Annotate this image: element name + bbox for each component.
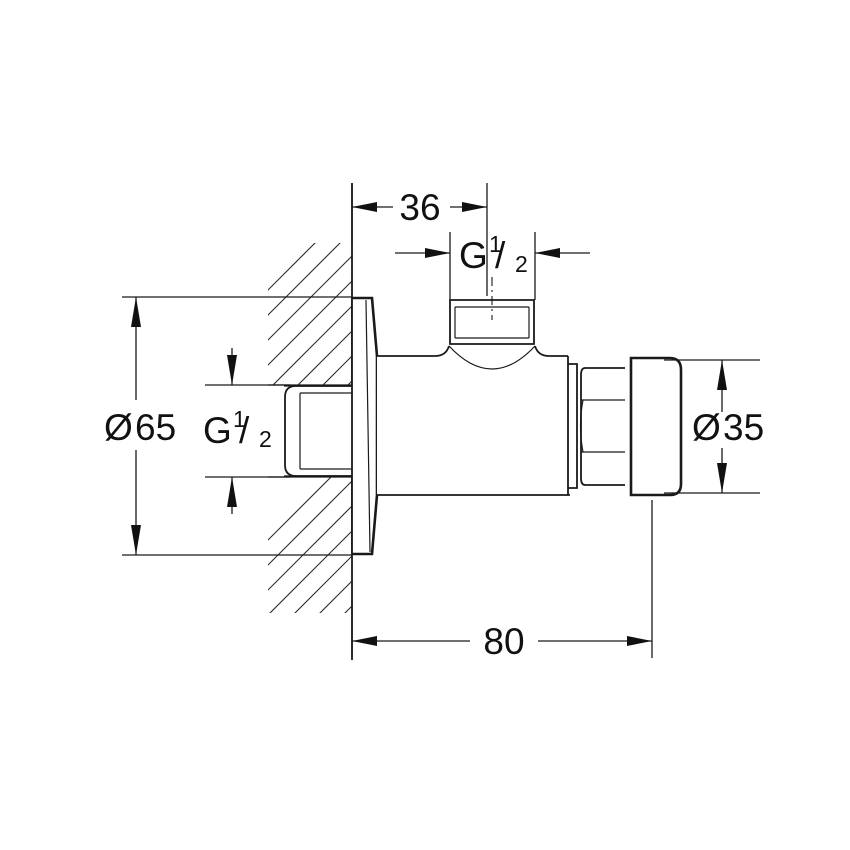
outlet-threaded-nipple-top [449,277,535,346]
hex-nut-facet-curve [579,399,584,453]
wall-hatch-lower [268,477,352,613]
dimension-80: 80 [351,500,653,662]
dim65-label-prefix: Ø [104,407,133,448]
dim65-label: Ø 65 [104,407,176,448]
dim36-arrow-left [352,202,377,212]
dim35-label-prefix: Ø [692,407,721,448]
inlet-threaded-connector [284,385,355,477]
dim80-arrow-right [627,636,652,646]
handle-cap [625,356,685,497]
dim80-arrow-left [352,636,377,646]
valve-body [377,344,578,496]
dimension-g-half-wall: G 1 / 2 [203,348,290,514]
dim36-arrow-right [462,202,487,212]
hex-nut-outline [580,367,632,486]
dimgwall-label: G 1 / 2 [203,406,272,452]
dimgtop-label-prefix: G [459,235,488,276]
dimension-g-half-top: G 1 / 2 [395,231,590,300]
dim65-arrow-top [131,297,141,327]
dimgwall-arrow-top [227,355,237,385]
body-top-right [534,345,568,357]
dimgtop-label-numerator: 1 [489,231,502,257]
dim35-label-value: 35 [723,407,764,448]
body-shoulder-right [568,363,578,489]
dimgtop-label: G 1 / 2 [459,231,528,277]
escutcheon-inner-line [365,299,371,553]
dimension-diameter-35: Ø 35 [664,359,764,494]
nipple-outline [449,299,535,345]
handle-cap-outline [629,356,683,497]
dim36-label: 36 [399,187,440,228]
inlet-thread-inner [299,392,354,470]
dimgtop-arrow-right [535,248,560,258]
dimgtop-label-slash: / [495,235,506,276]
dim35-label: Ø 35 [692,407,764,448]
dimgwall-arrow-bottom [227,477,237,507]
dimension-36: 36 [351,183,488,296]
body-neck-arc [448,345,536,370]
wall-hatch-upper [268,243,352,385]
dim80-label: 80 [483,621,524,662]
dimension-diameter-65: Ø 65 [104,296,352,556]
dim35-arrow-bottom [717,463,727,493]
dimgwall-label-denominator: 2 [259,426,272,452]
dimgwall-label-slash: / [239,410,250,451]
dimgtop-arrow-left [425,248,450,258]
dimgtop-label-denominator: 2 [515,251,528,277]
hex-nut [579,367,632,486]
escutcheon-flange [351,296,379,556]
dim65-arrow-bottom [131,525,141,555]
body-top-left [377,345,450,357]
dimgwall-label-numerator: 1 [233,406,246,432]
dim35-arrow-top [717,360,727,390]
dim65-label-value: 65 [135,407,176,448]
dimgwall-label-prefix: G [203,410,232,451]
